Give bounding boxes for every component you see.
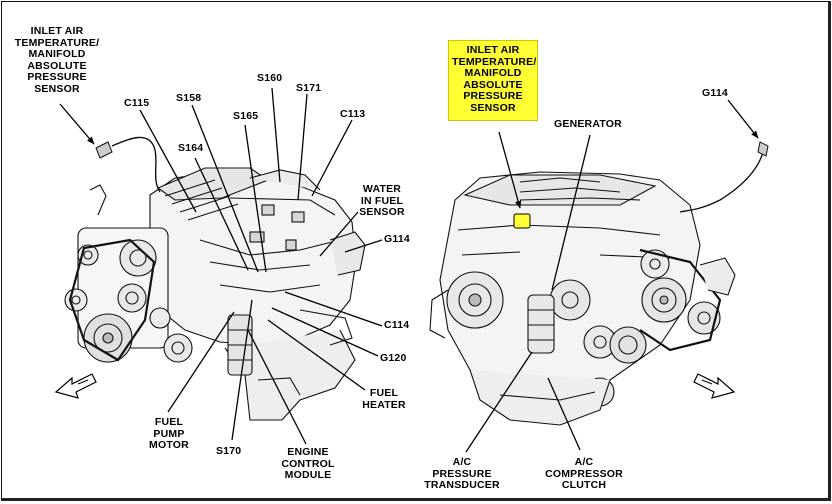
leader-ac-transducer	[465, 351, 533, 453]
leader-water-in-fuel	[319, 211, 359, 257]
label-ac-pressure-transducer: A/C PRESSURE TRANSDUCER	[424, 456, 500, 491]
leader-lines	[59, 87, 759, 453]
label-s164: S164	[178, 142, 204, 154]
leader-inlet-air-left	[59, 103, 95, 145]
label-water-in-fuel-sensor: WATER IN FUEL SENSOR	[359, 183, 405, 218]
label-inlet-air-sensor-right-highlighted: INLET AIR TEMPERATURE/ MANIFOLD ABSOLUTE…	[448, 40, 538, 121]
right-sensor-and-harness	[513, 141, 769, 229]
label-g114-right: G114	[702, 87, 728, 99]
label-c115: C115	[124, 97, 150, 109]
leader-c115	[139, 109, 197, 213]
label-engine-control-module: ENGINE CONTROL MODULE	[281, 446, 335, 481]
leader-fuel-heater	[267, 319, 366, 391]
leader-ac-clutch	[547, 377, 581, 451]
label-g120: G120	[380, 352, 407, 364]
leader-ecm	[247, 329, 307, 445]
leader-generator	[551, 134, 591, 291]
leader-g114-left	[344, 239, 383, 253]
label-s158: S158	[176, 92, 202, 104]
label-c114: C114	[384, 319, 410, 331]
leader-s160	[271, 87, 281, 183]
label-s160: S160	[257, 72, 283, 84]
leader-inlet-air-right	[498, 131, 522, 209]
label-s165: S165	[233, 110, 259, 122]
label-fuel-heater: FUEL HEATER	[362, 387, 406, 411]
label-s171: S171	[296, 82, 322, 94]
right-engine-illustration	[429, 171, 736, 426]
leader-fuel-pump	[167, 311, 235, 413]
leader-s165	[244, 124, 267, 273]
left-engine-illustration	[64, 167, 366, 421]
leader-s170	[231, 299, 253, 441]
label-c113: C113	[340, 108, 366, 120]
leader-g120	[271, 307, 379, 357]
leader-s164	[194, 157, 249, 271]
label-g114-left: G114	[384, 233, 410, 245]
leader-s158	[191, 104, 259, 273]
label-s170: S170	[216, 445, 242, 457]
label-fuel-pump-motor: FUEL PUMP MOTOR	[149, 416, 189, 451]
front-direction-arrow-left	[54, 373, 97, 399]
front-direction-arrow-right	[693, 373, 736, 399]
label-generator: GENERATOR	[554, 118, 622, 130]
leader-c113	[311, 119, 353, 197]
leader-s171	[297, 93, 308, 201]
label-ac-compressor-clutch: A/C COMPRESSOR CLUTCH	[545, 456, 623, 491]
label-inlet-air-sensor-left: INLET AIR TEMPERATURE/ MANIFOLD ABSOLUTE…	[14, 25, 100, 95]
left-sensor-and-harness	[95, 136, 161, 193]
leader-g114-right	[727, 99, 759, 139]
leader-c114	[284, 291, 383, 327]
